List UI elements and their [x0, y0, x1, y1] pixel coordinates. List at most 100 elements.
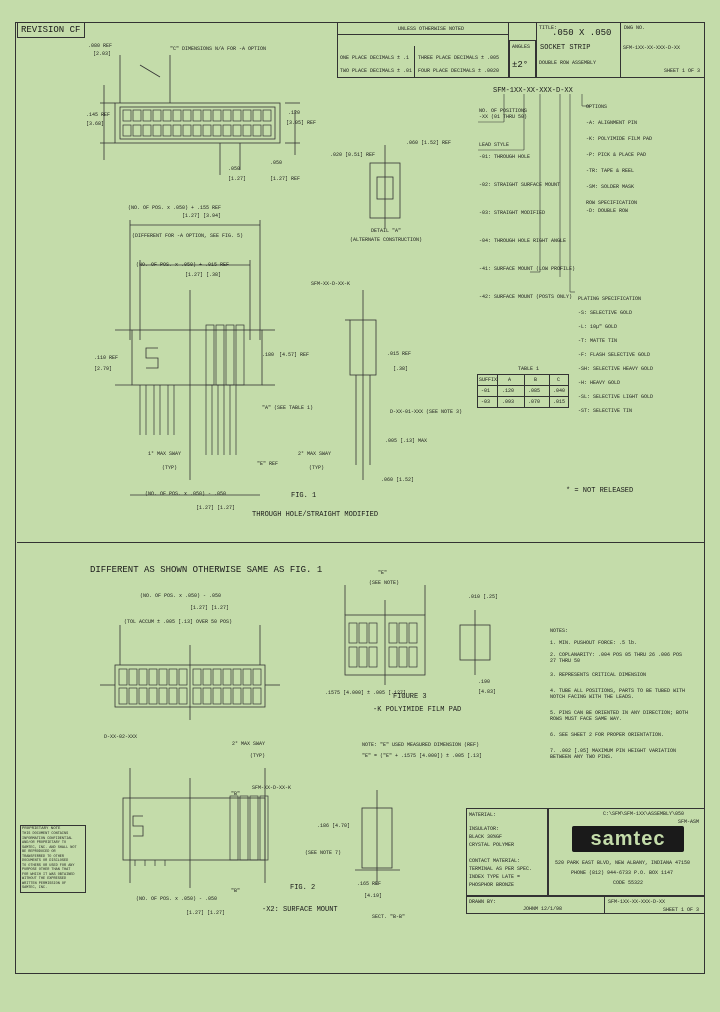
top-dim-1: .080 REF [88, 43, 113, 49]
table1-cell: .093 [502, 399, 515, 405]
material-label: MATERIAL: [469, 812, 497, 818]
fig2-heading: DIFFERENT AS SHOWN OTHERWISE SAME AS FIG… [90, 565, 323, 575]
table1 [477, 374, 569, 408]
tolerance-one-place: ONE PLACE DECIMALS ± .1 [340, 55, 410, 61]
fig3-dim-a: .010 [.25] [468, 594, 499, 600]
fig3-dim-e: "E" [378, 570, 388, 576]
table1-cell: .120 [502, 388, 515, 394]
fig3-see-note: (SEE NOTE) [369, 580, 400, 586]
drawn-by-label: DRAWN BY: [469, 899, 497, 905]
drawn-by: JOHNM 12/1/98 [523, 906, 563, 912]
table1-cell: .015 [553, 399, 566, 405]
top-dim-5: .050 [270, 160, 283, 166]
fig2-dim1-mm: [1.27] [1.27] [190, 605, 230, 611]
not-released-note: * = NOT RELEASED [566, 487, 634, 495]
top-dim-3: .120 [288, 110, 301, 116]
table1-cell: -01 [481, 388, 491, 394]
fig3-caption: FIGURE 3 [393, 693, 427, 701]
section-divider [17, 542, 705, 543]
footer-sheet: SHEET 1 OF 3 [663, 907, 700, 913]
angles-label: ANGLES [512, 44, 531, 50]
fig1-dim-top1-note: (DIFFERENT FOR -A OPTION, SEE FIG. 5) [132, 233, 244, 239]
fig2-dim2: (TOL ACCUM ± .005 [.13] OVER 50 POS) [124, 619, 233, 625]
insulator-label: INSULATOR: [469, 826, 500, 832]
note-item: 2. COPLANARITY: .004 POS 05 THRU 26 .006… [550, 652, 683, 664]
top-dim-3-mm: [3.05] REF [286, 120, 317, 126]
title-line-1: .050 X .050 [552, 28, 612, 38]
footer-dwg-no: SFM-1XX-XX-XXX-D-XX [608, 899, 666, 905]
top-dim-2: .145 REF [86, 112, 111, 118]
part-number-right-list: OPTIONS -A: ALIGNMENT PIN -K: POLYIMIDE … [586, 104, 653, 214]
fig2-section: SECT. "B-B" [372, 914, 406, 920]
fig1-dim-left-mm: [2.79] [94, 366, 113, 372]
fig2-side-dims-mm: [4.19] [364, 893, 383, 899]
tolerance-four-place: FOUR PLACE DECIMALS ± .0020 [418, 68, 500, 74]
note-item: 4. TUBE ALL POSITIONS, PARTS TO BE TUBED… [550, 688, 686, 700]
fig1-sway: 1° MAX SWAY [148, 451, 182, 457]
revision-label: REVISION CF [21, 25, 81, 35]
table1-title: TABLE 1 [518, 366, 540, 372]
company-address: 520 PARK EAST BLVD, NEW ALBANY, INDIANA … [555, 860, 691, 866]
table1-cell: .085 [528, 388, 541, 394]
fig3-note-e2: "E" = ("E" + .1575 [4.000]) ± .005 [.13] [362, 753, 483, 759]
table1-cell: .040 [553, 388, 566, 394]
top-dim-1-mm: [2.03] [93, 51, 112, 57]
company-path: C:\SFM\SFM-1XX\ASSEMBLY\050 [603, 811, 685, 817]
contact-line-1: TERMINAL AS PER SPEC. [469, 866, 533, 872]
fig1-typ: (TYP) [162, 465, 178, 471]
proprietary-note [20, 825, 86, 893]
note-item: 5. PINS CAN BE ORIENTED IN ANY DIRECTION… [550, 710, 689, 722]
detail-label: DETAIL "A" [371, 228, 402, 234]
fig2-subcaption: -X2: SURFACE MOUNT [262, 906, 338, 914]
fig2-side-note: (SEE NOTE 7) [305, 850, 342, 856]
note-item: 7. .002 [.05] MAXIMUM PIN HEIGHT VARIATI… [550, 748, 677, 760]
insulator-line-1: BLACK 30%GF [469, 834, 503, 840]
fig1-dim-right: .180 [262, 352, 275, 358]
fig2-side-dims: .165 REF [357, 881, 382, 887]
proprietary-note-text: PROPRIETARY NOTE THIS DOCUMENT CONTAINS … [22, 827, 77, 890]
fig2-front-view [122, 768, 269, 888]
fig3-subcaption: -K POLYIMIDE FILM PAD [373, 706, 462, 714]
fig1-caption: FIG. 1 [291, 492, 317, 500]
part-number-code: SFM-1XX-XX-XXX-D-XX [493, 87, 573, 95]
detail-sub: (ALTERNATE CONSTRUCTION) [350, 237, 423, 243]
fig1-side-sway: 2° MAX SWAY [298, 451, 332, 457]
fig2-b-label: "B" [231, 791, 241, 797]
fig2-part-label: D-XX-02-XXX [104, 734, 138, 740]
fig2-side-view [355, 790, 400, 885]
fig2-dim1: (NO. OF POS. x .050) - .050 [140, 593, 222, 599]
title-label: TITLE: [539, 25, 558, 31]
detail-a-drawing [369, 145, 401, 229]
part-number-leaders [478, 94, 590, 293]
fig2-top-part: SFM-XX-D-XX-K [252, 785, 292, 791]
contact-label: CONTACT MATERIAL: [469, 858, 521, 864]
fig3-pad-dim: .1575 [4.000] ± .005 [.127] [325, 690, 407, 696]
tolerance-three-place: THREE PLACE DECIMALS ± .005 [418, 55, 500, 61]
top-dim-2-mm: [3.68] [86, 121, 105, 127]
fig1-dim-top1: (NO. OF POS. x .050) + .155 REF [128, 205, 222, 211]
fig1-side-typ: (TYP) [309, 465, 325, 471]
fig2-dim-bottom-mm: [1.27] [1.27] [186, 910, 226, 916]
detail-dim-b: .060 [1.52] REF [406, 140, 452, 146]
fig1-side-005: .005 [.13] MAX [385, 438, 428, 444]
notes-block: NOTES: 1. MIN. PUSHOUT FORCE: .5 lb. 2. … [550, 628, 700, 760]
table1-cell: .070 [528, 399, 541, 405]
fig1-see-table: "A" (SEE TABLE 1) [262, 405, 314, 411]
material-block [466, 808, 548, 896]
fig1-side-note: D-XX-01-XXX (SEE NOTE 3) [390, 409, 463, 415]
fig1-dim-left: .110 REF [94, 355, 119, 361]
fig3-side-mm: [4.83] [478, 689, 497, 695]
table1-header-suffix: SUFFIX [479, 377, 498, 383]
fig1-e-ref: "E" REF [257, 461, 279, 467]
company-block [548, 808, 705, 896]
company-phone: PHONE (812) 944-6733 P.O. BOX 1147 [571, 870, 674, 876]
dwg-no: SFM-1XX-XX-XXX-D-XX [623, 45, 681, 51]
angles-value: ±2° [512, 60, 529, 70]
fig1-part-label: SFM-XX-D-XX-K [311, 281, 351, 287]
note-item: 1. MIN. PUSHOUT FORCE: .5 lb. [550, 640, 638, 646]
fig1-front-view [115, 220, 275, 496]
company-code: CODE 55322 [613, 880, 644, 886]
top-dim-4: .050 [228, 166, 241, 172]
title-line-2: SOCKET STRIP [540, 44, 591, 52]
fig1-dim-bottom: (NO. OF POS. x .050) - .050 [145, 491, 227, 497]
